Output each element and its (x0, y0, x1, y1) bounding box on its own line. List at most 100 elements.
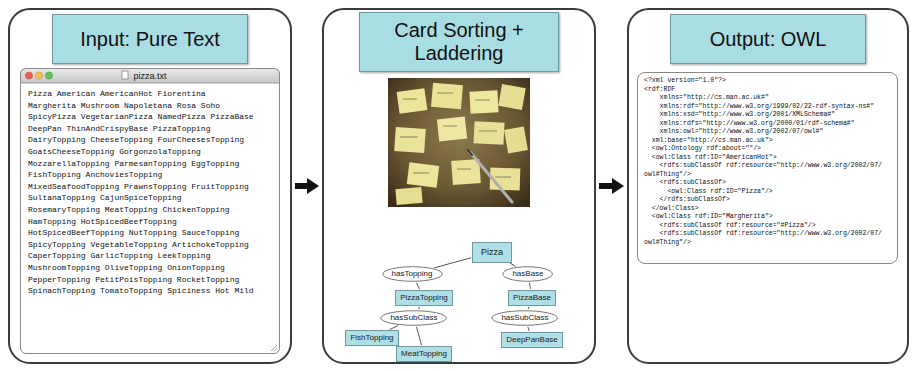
ellipse-outline (382, 267, 441, 282)
stage-panel: Card Sorting + LadderingPizza hasTopping h… (322, 8, 596, 364)
text-line: HotSpicedBeefTopping NutTopping SauceTop… (21, 227, 279, 239)
class-box: DeepPanBase (501, 332, 563, 348)
text-line: CaperTopping GarlicTopping LeekTopping (21, 250, 279, 262)
code-line: xml:base="http://cs.man.ac.uk"> (644, 137, 884, 146)
relation-line (416, 327, 421, 345)
resize-grip (274, 348, 277, 351)
concept-label: PizzaTopping (396, 291, 452, 305)
code-line: <?xml version="1.0"?> (644, 77, 884, 86)
text-line: FishTopping AnchoviesTopping (21, 169, 279, 181)
window-title: pizza.txt (21, 69, 279, 84)
code-line: xmlns:xsd="http://www.w3.org/2001/XMLSch… (644, 111, 884, 120)
concept-label: PizzaBase (509, 291, 555, 305)
code-line: </rdfs:subClassOf> (644, 196, 884, 205)
class-box: PizzaTopping (395, 290, 453, 306)
code-line: xmlns:owl="http://www.w3.org/2002/07/owl… (644, 128, 884, 137)
concept-label: hasSubClass (491, 310, 558, 326)
ellipse-outline (381, 311, 447, 326)
text-line: RosemaryTopping MeatTopping ChickenToppi… (21, 204, 279, 216)
relation-line (529, 283, 530, 289)
document-icon (122, 71, 128, 79)
concept-label: Pizza (473, 243, 511, 262)
text-line: Pizza American AmericanHot Fiorentina (21, 88, 279, 100)
code-line: <rdfs:subClassOf rdf:resource="http://ww… (644, 230, 884, 247)
window-title-bar (20, 68, 280, 83)
relation-line (434, 258, 471, 268)
text-line: MixedSeafoodTopping PrawnsTopping FruitT… (21, 181, 279, 193)
text-window: pizza.txtPizza American AmericanHot Fior… (20, 68, 280, 354)
code-line: <owl:Class rdf:ID="Pizza"/> (644, 188, 884, 197)
relation-line (528, 327, 529, 331)
relation-line (416, 283, 419, 289)
ellipse-outline (492, 311, 558, 326)
flow-arrow (295, 183, 307, 189)
sticky-note (437, 117, 467, 142)
resize-grip (271, 345, 277, 351)
stage-panel: Output: OWL <?xml version="1.0"?><rdf:RDF… (627, 8, 909, 364)
title-bar-rule (20, 83, 280, 84)
text-line: PepperTopping PetitPoisTopping RocketTop… (21, 274, 279, 286)
text-line: SpinachTopping TomatoTopping Spiciness H… (21, 285, 279, 297)
photo-background (388, 78, 530, 207)
concept-label: hasTopping (382, 266, 443, 282)
note-scribble (400, 93, 511, 177)
sticky-note (394, 127, 426, 153)
text-line: Margherita Mushroom Napoletana Rosa Soho (21, 100, 279, 112)
pen-tip (468, 150, 472, 155)
sticky-note (397, 88, 428, 114)
code-line: xmlns="http://cs.man.ac.uk#" (644, 94, 884, 103)
concept-label: FishTopping (346, 331, 397, 345)
sticky-note (504, 126, 528, 153)
code-line: xmlns:rdf="http://www.w3.org/1999/02/22-… (644, 103, 884, 112)
relation-line (510, 263, 515, 266)
flow-arrow (599, 183, 612, 189)
sticky-note (431, 83, 463, 110)
relation-line (390, 326, 398, 330)
code-line: </owl:Class> (644, 205, 884, 214)
text-line: SpicyTopping VegetableTopping ArtichokeT… (21, 239, 279, 251)
text-line: DeepPan ThinAndCrispyBase PizzaTopping (21, 123, 279, 135)
pen (470, 152, 512, 202)
text-line: GoatsCheeseTopping GorgonzolaTopping (21, 146, 279, 158)
ellipse-outline (503, 267, 553, 282)
minimise-button (35, 72, 42, 79)
sticky-note (407, 162, 439, 187)
concept-label: MeatTopping (397, 347, 451, 361)
text-line: HamTopping HotSpicedBeefTopping (21, 216, 279, 228)
relation-line (528, 307, 530, 309)
relation-line (418, 307, 419, 309)
sticky-note (451, 159, 481, 185)
sticky-note (473, 121, 504, 145)
code-line: <rdfs:subClassOf rdf:resource="#Pizza"/> (644, 222, 884, 231)
zoom-button (45, 72, 52, 79)
text-line: SultanaTopping CajunSpiceTopping (21, 192, 279, 204)
class-box: PizzaBase (508, 290, 556, 306)
code-line: <owl:Class rdf:ID="AmericanHot"> (644, 154, 884, 163)
property-ellipse: hasSubClass (380, 310, 447, 326)
text-line: SpicyPizza VegetarianPizza NamedPizza Pi… (21, 111, 279, 123)
code-line: xmlns:rdfs="http://www.w3.org/2000/01/rd… (644, 120, 884, 129)
window-background (20, 68, 280, 354)
stage-heading: Output: OWL (670, 14, 866, 64)
text-line: DairyTopping CheeseTopping FourCheesesTo… (21, 134, 279, 146)
sticky-note (498, 84, 525, 110)
text-line: MozzarellaTopping ParmesanTopping EggTop… (21, 158, 279, 170)
class-box: FishTopping (345, 330, 398, 346)
code-line: <owl:Ontology rdf:about=""/> (644, 145, 884, 154)
property-ellipse: hasBase (502, 266, 553, 282)
class-box: Pizza (472, 242, 512, 263)
property-ellipse: hasSubClass (491, 310, 558, 326)
code-line: <rdfs:subClassOf rdf:resource="http://ww… (644, 162, 884, 179)
code-line: <rdf:RDF (644, 86, 884, 95)
code-window: <?xml version="1.0"?><rdf:RDFxmlns="http… (637, 72, 898, 264)
sticky-note (469, 90, 498, 113)
stage-heading: Card Sorting + Laddering (359, 12, 559, 72)
property-ellipse: hasTopping (382, 266, 443, 282)
stage-heading: Input: Pure Text (52, 14, 248, 64)
text-line: MushroomTopping OliveTopping OnionToppin… (21, 262, 279, 274)
close-button (25, 72, 32, 79)
concept-label: hasBase (502, 266, 553, 282)
code-line: <rdfs:subClassOf> (644, 179, 884, 188)
sticky-note (395, 187, 422, 205)
code-line: <owl:Class rdf:ID="Margherita"> (644, 213, 884, 222)
